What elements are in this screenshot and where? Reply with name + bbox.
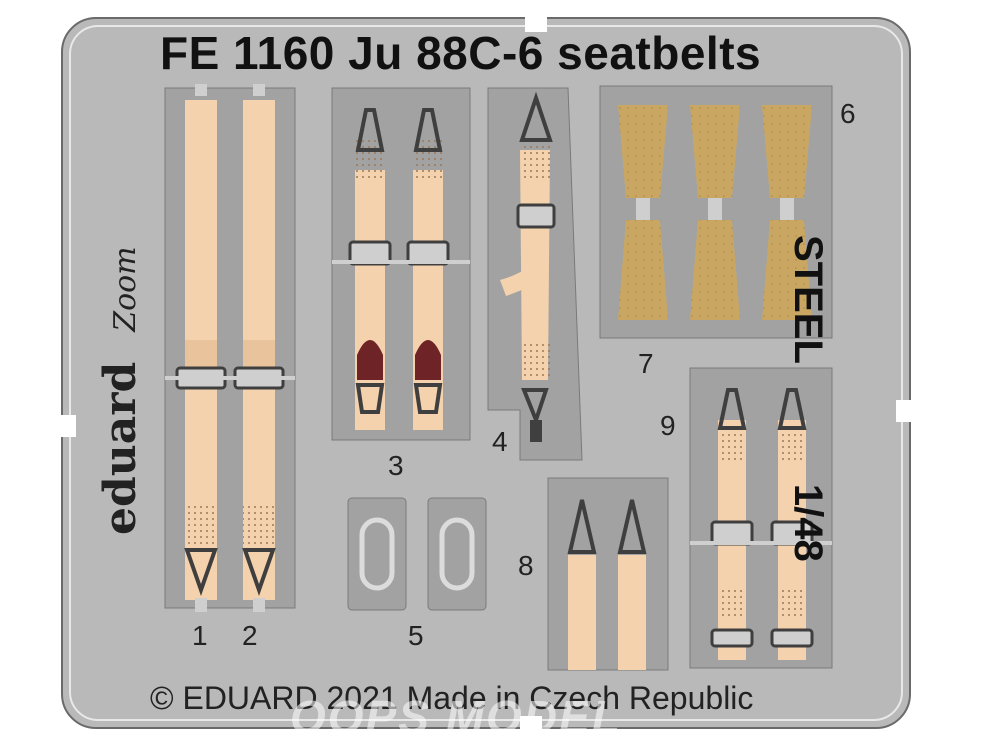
material-label: STEEL: [786, 235, 830, 364]
part-label-2: 2: [242, 620, 258, 651]
part-4: [487, 87, 583, 461]
parts-6-7: [599, 85, 833, 339]
copyright-line: © EDUARD 2021 Made in Czech Republic: [150, 680, 754, 716]
brand-line: Zoom: [108, 246, 143, 332]
part-label-3: 3: [388, 450, 404, 481]
fret-inner-border: [69, 25, 903, 721]
part-label-9: 9: [660, 410, 676, 441]
fret-title: FE 1160 Ju 88C-6 seatbelts: [160, 27, 762, 79]
part-8: [547, 477, 669, 671]
parts-1-2: [164, 84, 296, 612]
watermark: OOPS MODEL: [290, 691, 622, 743]
part-label-4: 4: [492, 426, 508, 457]
part-9: [689, 367, 833, 669]
part-3: [331, 87, 471, 441]
brand-logo: eduard Zoom: [95, 246, 146, 535]
brand-name: eduard: [95, 361, 146, 535]
scale-label: 1/48: [786, 483, 830, 562]
part-label-7: 7: [638, 348, 654, 379]
part-label-5: 5: [408, 620, 424, 651]
part-label-1: 1: [192, 620, 208, 651]
part-5: [347, 497, 487, 611]
material-scale-label: STEEL 1/48: [785, 235, 830, 562]
part-label-6: 6: [840, 98, 856, 129]
part-label-8: 8: [518, 550, 534, 581]
